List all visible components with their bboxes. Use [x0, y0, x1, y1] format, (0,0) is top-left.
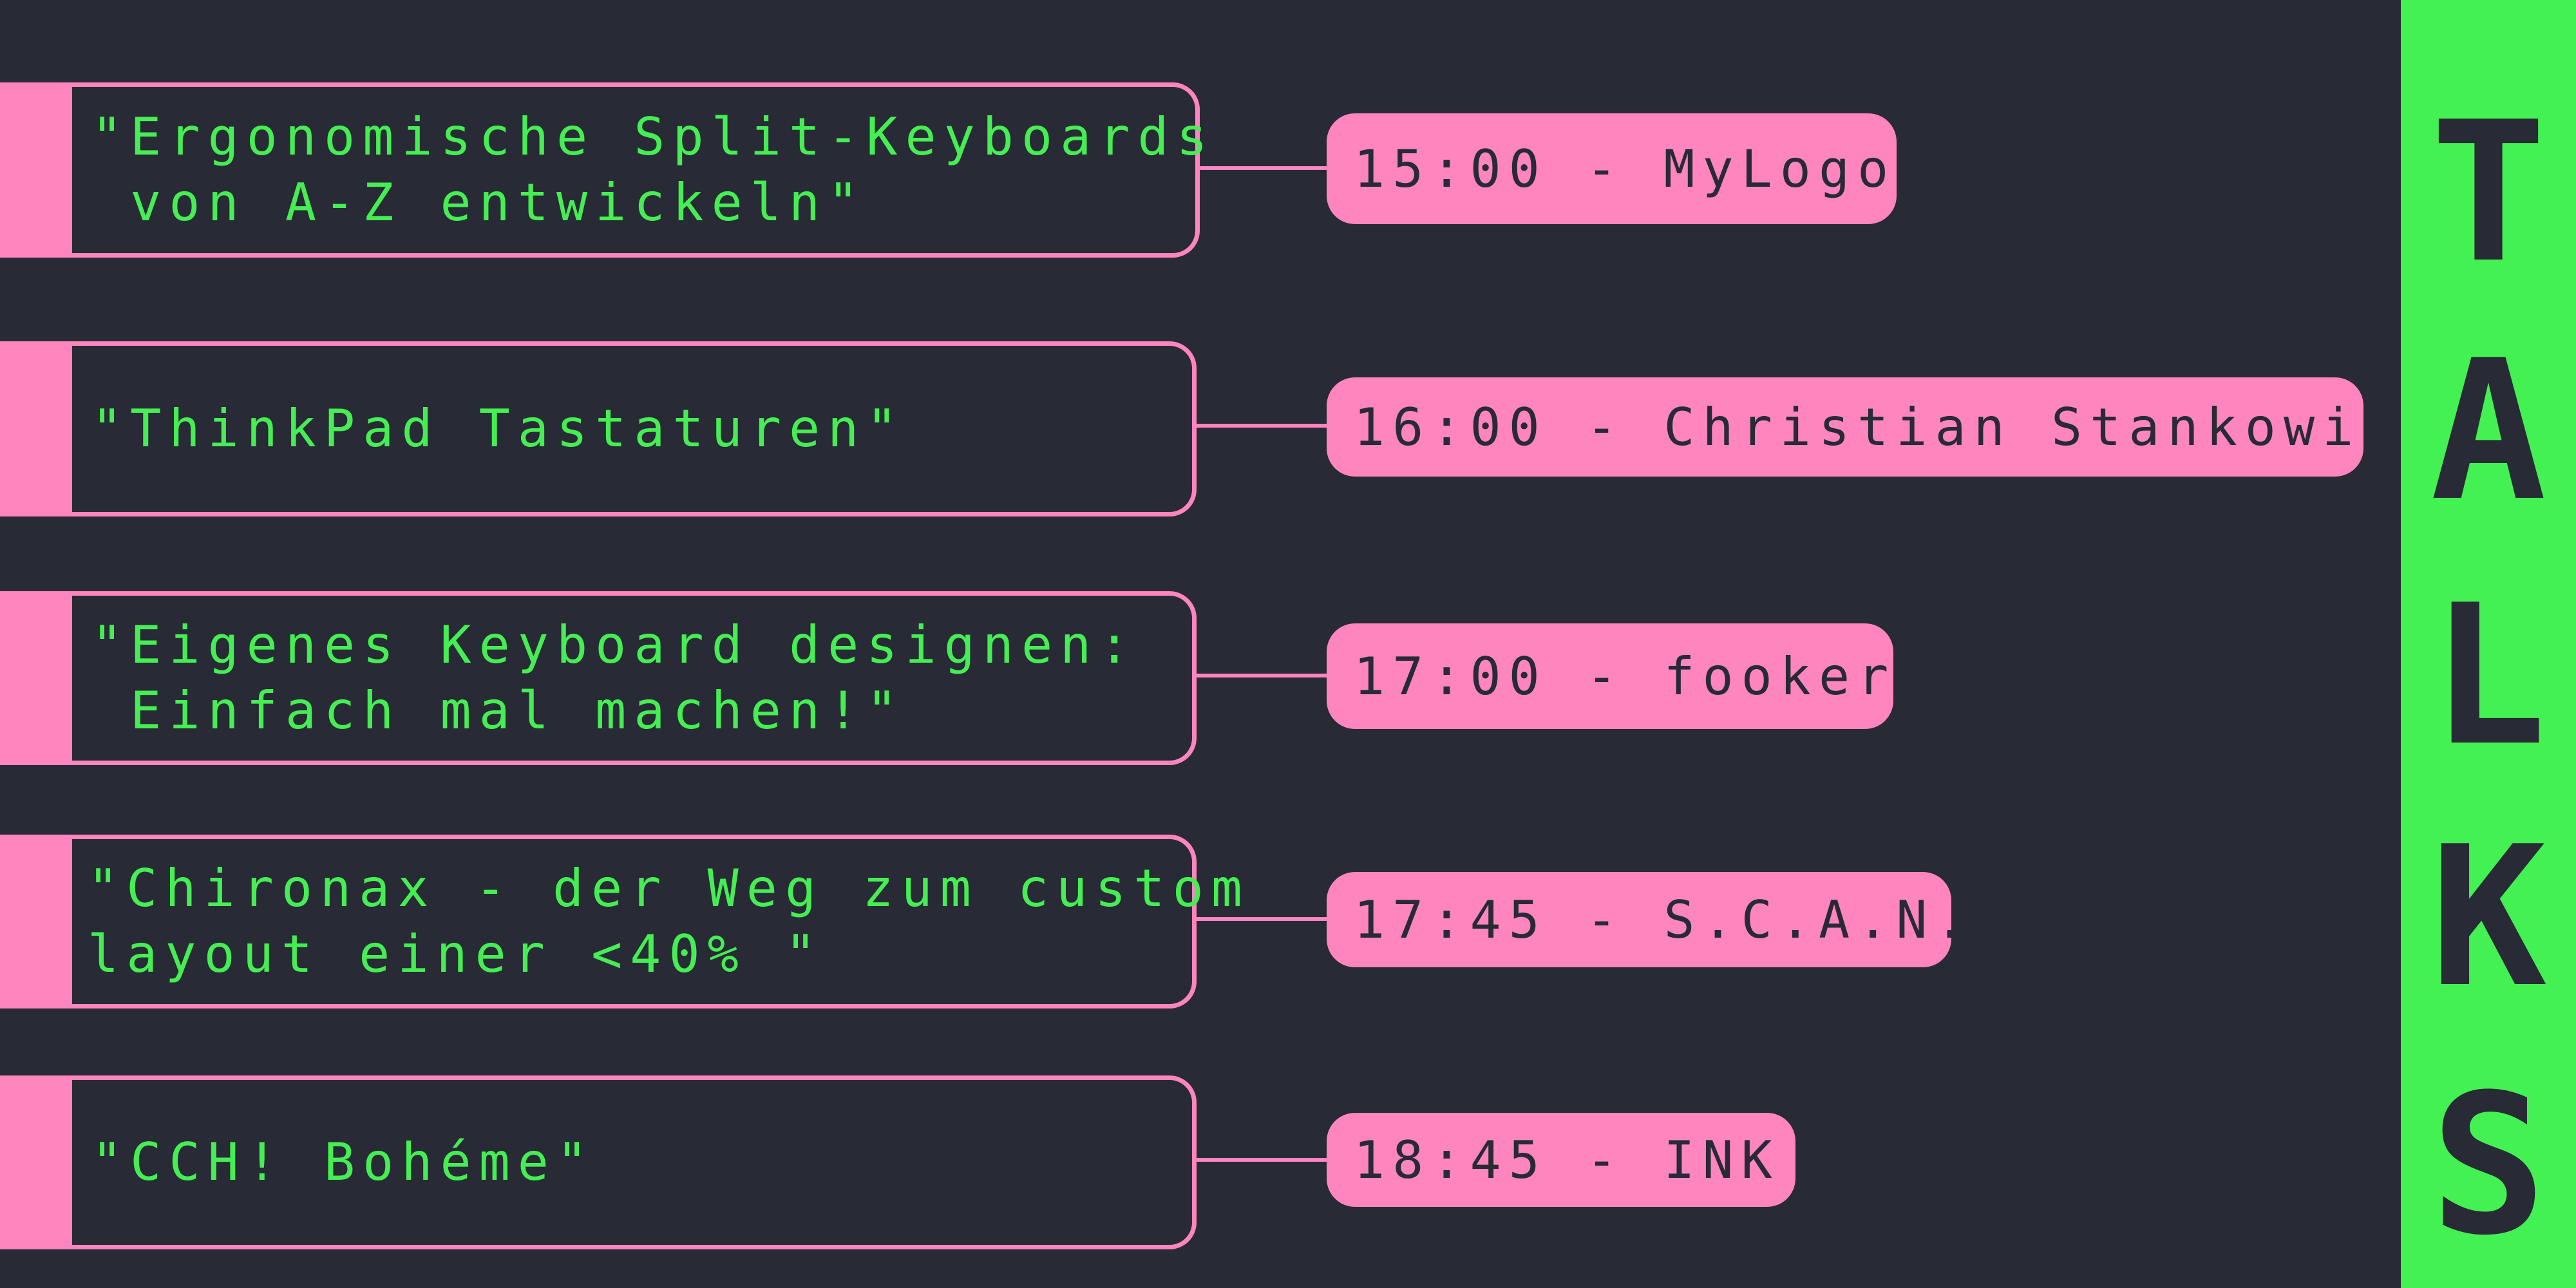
card-accent-stripe [0, 1075, 72, 1249]
time-speaker-pill: 17:00 - fooker [1327, 623, 1893, 729]
talk-title-card: "Chironax - der Weg zum custom layout ei… [0, 835, 1242, 1009]
banner-letter: A [2430, 319, 2547, 544]
talk-title-card: "Eigenes Keyboard designen: Einfach mal … [0, 591, 1197, 765]
talk-title: "Eigenes Keyboard designen: Einfach mal … [91, 615, 1138, 741]
talk-title: "Ergonomische Split-Keyboards von A-Z en… [91, 107, 1215, 232]
talk-title-card: "Ergonomische Split-Keyboards von A-Z en… [0, 82, 1208, 258]
talks-banner: T A L K S [2401, 0, 2576, 1288]
card-accent-stripe [0, 341, 72, 516]
connector-line [1197, 917, 1329, 921]
connector-line [1200, 166, 1329, 170]
card-accent-stripe [0, 591, 72, 765]
card-accent-stripe [0, 835, 72, 1009]
talk-title-card: "CCH! Bohéme" [0, 1075, 1197, 1249]
time-speaker-pill: 16:00 - Christian Stankowic [1327, 377, 2392, 477]
connector-line [1197, 1158, 1329, 1162]
time-speaker-pill: 15:00 - MyLogo [1327, 113, 1897, 224]
time-speaker-pill: 17:45 - S.C.A.N. [1327, 872, 1966, 967]
talk-title-card: "ThinkPad Tastaturen" [0, 341, 1197, 516]
banner-letter: L [2430, 564, 2547, 788]
banner-letter: K [2430, 805, 2547, 1030]
talk-title: "CCH! Bohéme" [91, 1132, 596, 1192]
banner-letter: S [2430, 1053, 2547, 1278]
banner-letter: T [2430, 80, 2547, 305]
connector-line [1197, 674, 1329, 677]
connector-line [1197, 424, 1329, 428]
talk-title: "ThinkPad Tastaturen" [91, 399, 905, 459]
time-speaker-pill: 18:45 - INK [1327, 1113, 1795, 1207]
card-accent-stripe [0, 82, 72, 258]
talk-title: "Chironax - der Weg zum custom layout ei… [88, 858, 1250, 984]
